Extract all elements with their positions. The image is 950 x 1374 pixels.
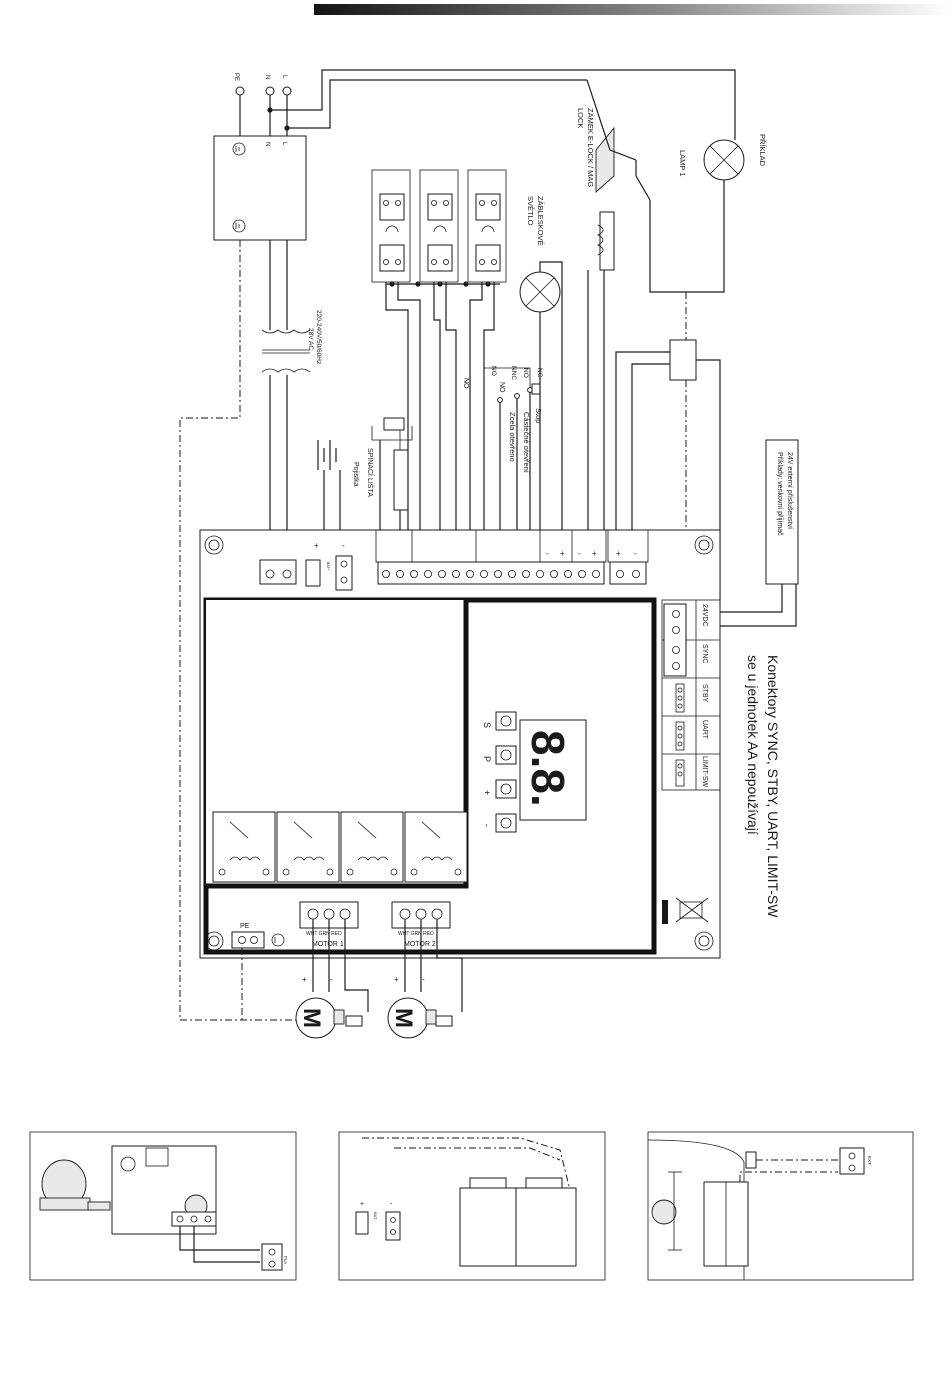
bat-plus: +	[314, 541, 319, 550]
motor1-wire-colors: WHT GRN RED	[306, 931, 342, 937]
motor1-label: MOTOR 1	[312, 941, 344, 948]
label-zableskove: ZÁBLESKOVÉ	[536, 196, 545, 246]
label-svetlo: SVĚTLO	[526, 196, 535, 226]
safety-edge: SPÍNACÍ LIŠTA	[366, 417, 413, 530]
motor1-plus: +	[302, 975, 307, 984]
display-digits: 8.8.	[522, 730, 574, 807]
button-s-label: S	[482, 722, 492, 728]
mains-input: PE N L N L	[213, 69, 736, 241]
label-voltage-out: 28V AC	[307, 328, 314, 350]
lamp-circuit: PŘÍKLAD LAMP 1	[586, 79, 767, 601]
ext-small-label: EXT	[867, 1156, 872, 1165]
conn-sync-label: SYNC	[701, 644, 708, 663]
panel-flashing-light: FLA	[29, 1131, 297, 1281]
lamp-term-plus: +	[616, 549, 621, 558]
transformer: 220-240V/50/60Hz 28V AC	[261, 240, 322, 530]
label-stop: Stop	[534, 408, 543, 423]
external-accessory: 24V externí příslušenství Příklady: venk…	[708, 439, 799, 627]
panel-battery: + - BAT-	[338, 1131, 606, 1281]
label-pojistka: Pojistka	[352, 462, 359, 487]
label-no-1: NO	[522, 368, 529, 378]
control-board: + - BAT+ - + - + + -	[199, 529, 721, 959]
filter-label-l: L	[281, 142, 287, 146]
label-zcela: Zcela otevřeno	[508, 412, 517, 462]
label-spinaci-lista: SPÍNACÍ LIŠTA	[366, 448, 375, 497]
filter-label-n: N	[264, 142, 270, 146]
label-no-2: NO	[490, 366, 497, 376]
label-ext-1: 24V externí příslušenství	[786, 452, 793, 529]
conn-stby-label: STBY	[701, 684, 708, 703]
bat-minus: -	[342, 541, 345, 550]
label-nnc: NNC	[510, 366, 517, 380]
button-plus-label: +	[482, 790, 492, 795]
header-gradient-bar	[314, 4, 950, 15]
motor1-m: M	[298, 1008, 325, 1028]
motor2-plus: +	[394, 975, 399, 984]
seven-segment-display	[519, 719, 587, 821]
photocells: NO NO	[371, 169, 507, 530]
mains-filter-box	[213, 135, 307, 241]
term-plus-1: +	[560, 549, 565, 558]
button-minus-label: -	[482, 824, 492, 827]
conn-24vdc-label: 24VDC	[701, 604, 708, 627]
electric-lock: ZÁMEK E-LOCK / MAG LOCK	[576, 108, 615, 530]
motor1-minus: -	[330, 975, 333, 984]
label-castecne: Částečné otevření	[522, 412, 531, 474]
panel-bat-plus: +	[360, 1201, 364, 1208]
motor2-minus: -	[422, 975, 425, 984]
motor-2: M + -	[387, 919, 463, 1039]
pe-terminal-label: PE	[240, 923, 250, 930]
panel-external: EXT	[647, 1131, 914, 1281]
bat-label-small: BAT+	[326, 562, 330, 571]
motor2-label: MOTOR 2	[404, 941, 436, 948]
label-pe: PE	[233, 73, 239, 81]
lamp-relay	[669, 339, 697, 381]
panel-bat-small: BAT-	[373, 1212, 378, 1221]
input-switches: NC NO NNC NO Stop Částečné otevření Zcel…	[484, 366, 543, 530]
term-plus-2: +	[592, 549, 597, 558]
term-minus-2: -	[578, 549, 581, 558]
lamp-term-minus: -	[634, 549, 637, 558]
motor2-m: M	[390, 1008, 417, 1028]
term-minus-1: -	[546, 549, 549, 558]
relay-block	[212, 811, 468, 883]
aux-connectors: 24VDC SYNC STBY UART LIMIT-SW	[661, 599, 721, 791]
button-p-label: P	[482, 756, 492, 762]
motor2-wire-colors: WHT GRN RED	[398, 931, 434, 937]
label-prikad: PŘÍKLAD	[758, 134, 767, 167]
label-zamek: ZÁMEK E-LOCK / MAG	[586, 108, 595, 187]
motor-1: M + -	[295, 919, 369, 1039]
konektory-note: Konektory SYNC, STBY, UART, LIMIT-SW	[765, 655, 781, 918]
battery-symbol: Pojistka	[317, 440, 359, 530]
weee-bin-icon	[662, 897, 709, 924]
flashing-light: ZÁBLESKOVÉ SVĚTLO	[519, 196, 563, 530]
label-lamp1: LAMP 1	[678, 150, 687, 177]
label-n: N	[264, 75, 270, 79]
label-no-photocell-2: NO	[462, 378, 469, 389]
label-no-photocell: NO	[498, 382, 505, 393]
panel-bat-minus: -	[390, 1201, 393, 1208]
pe-ground-line	[179, 240, 300, 1021]
nepouzivaji-note: se u jednotek AA nepoužívají	[745, 655, 761, 835]
board-buttons	[495, 711, 517, 833]
label-voltage-in: 220-240V/50/60Hz	[315, 310, 322, 364]
label-ext-2: Příklady: venkovní přijímač	[776, 452, 783, 536]
conn-uart-label: UART	[701, 720, 708, 740]
label-l: L	[281, 75, 287, 79]
conn-limit-label: LIMIT-SW	[701, 756, 708, 788]
label-lock: LOCK	[576, 108, 585, 128]
fla-label: FLA	[283, 1256, 288, 1264]
